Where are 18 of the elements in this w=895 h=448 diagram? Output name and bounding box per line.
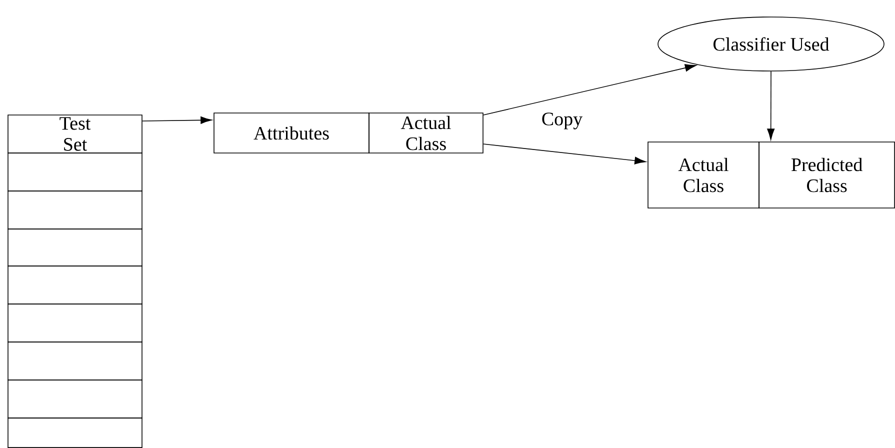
table-cell: Test Set (8, 114, 142, 154)
arrow (767, 71, 775, 140)
arrow (483, 144, 646, 164)
table-cell: Attributes (214, 112, 370, 154)
empty-cell (8, 304, 142, 342)
empty-cell (8, 380, 142, 418)
empty-cell (8, 418, 142, 448)
empty-cell (8, 190, 142, 230)
empty-cell (8, 342, 142, 380)
table-cell: Actual Class (648, 142, 760, 208)
arrow (142, 116, 212, 124)
edge-label: Copy (540, 112, 584, 130)
table-cell: Predicted Class (758, 142, 895, 208)
empty-cell (8, 228, 142, 266)
table-cell: Actual Class (368, 112, 484, 154)
empty-cell (8, 152, 142, 192)
empty-cell (8, 266, 142, 304)
arrow (483, 64, 696, 116)
